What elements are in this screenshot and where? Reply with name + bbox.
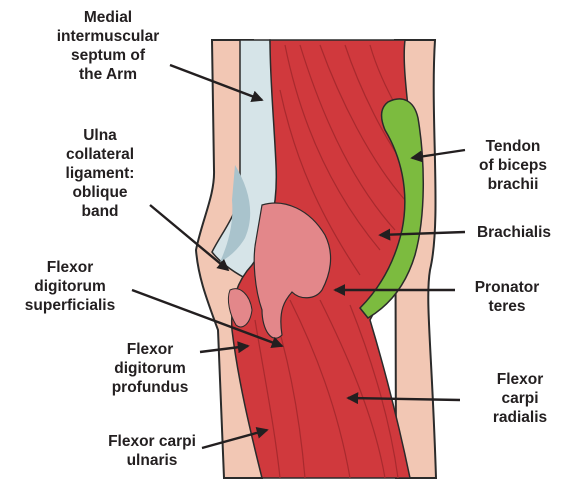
label-ulna-collateral: Ulna collateral ligament: oblique band [66,126,135,221]
label-flexor-carpi-ulnaris: Flexor carpi ulnaris [108,432,196,470]
label-brachialis: Brachialis [477,223,551,242]
label-flexor-carpi-radialis: Flexor carpi radialis [493,370,547,427]
label-pronator-teres: Pronator teres [475,278,540,316]
label-medial-septum: Medial intermuscular septum of the Arm [57,8,160,84]
label-biceps-tendon: Tendon of biceps brachii [479,137,547,194]
label-flexor-digitorum-profundus: Flexor digitorum profundus [112,340,189,397]
label-flexor-digitorum-superficialis: Flexor digitorum superficialis [25,258,115,315]
